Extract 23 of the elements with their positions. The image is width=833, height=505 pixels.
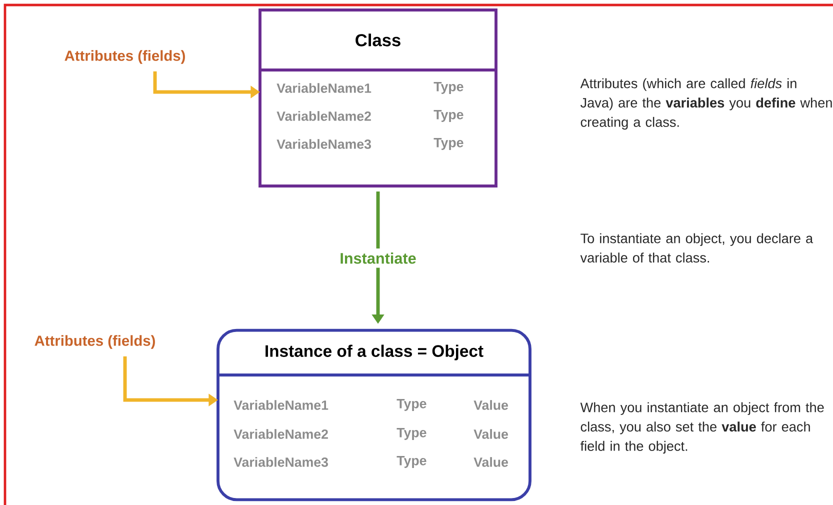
attribute-name: VariableName2 [234,429,328,439]
edge-label: Instantiate [336,248,420,268]
attribute-type: Type [434,110,464,122]
attribute-value: Value [474,400,508,410]
attribute-type: Type [434,82,464,94]
note-text: Attributes (which are called fields in Java) are the variables you define when creating a class. [580,78,832,130]
attribute-name: VariableName3 [276,139,371,149]
attribute-name: VariableName1 [276,83,372,93]
callout-text: Attributes (fields) [64,50,185,64]
attribute-value: Value [474,429,508,439]
attribute-name: VariableName1 [234,400,328,410]
attribute-compartment [218,374,530,468]
note-text: When you instantiate an object from the class, you also set the value for each field in the object. [580,402,824,454]
attribute-name: VariableName3 [234,457,328,467]
attribute-type: Type [396,456,426,468]
attribute-name: VariableName2 [276,111,371,121]
attribute-type: Type [434,138,464,150]
callout-text: Attributes (fields) [34,335,155,349]
attribute-type: Type [396,399,426,411]
note-text: To instantiate an object, you declare a variable of that class. [580,233,814,263]
attribute-value: Value [474,457,508,467]
attribute-compartment [260,68,496,150]
attribute-type: Type [396,428,426,440]
